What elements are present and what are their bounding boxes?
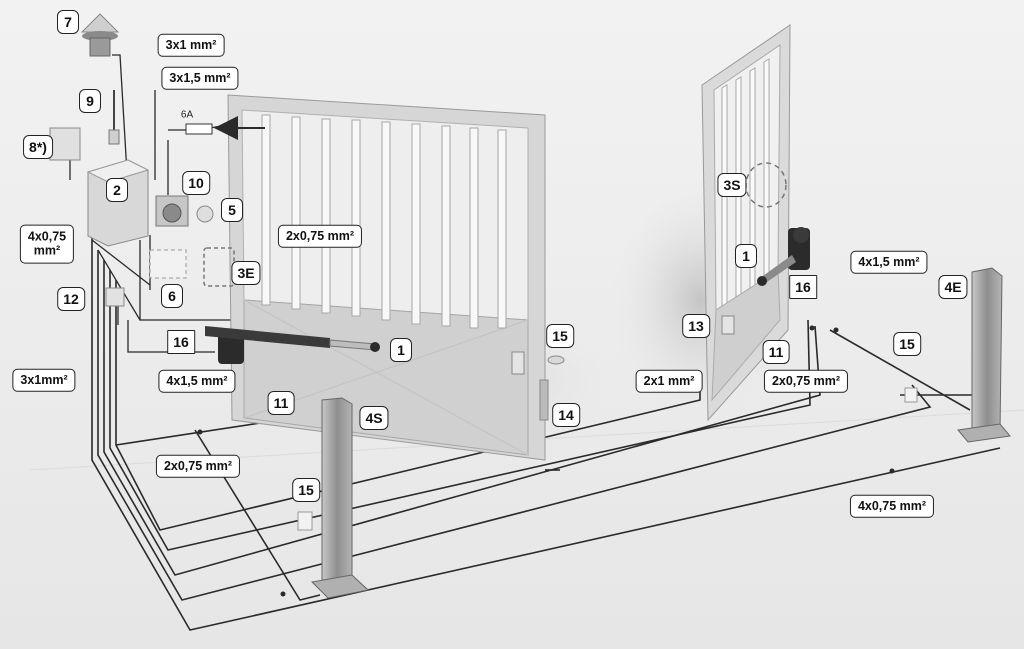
- cable-label-motor-left: 4x1,5 mm²: [158, 369, 236, 393]
- callout-photocell-3e: 3E: [231, 261, 261, 285]
- callout-flashing-lamp: 7: [57, 10, 79, 34]
- cable-label-bus-line2: mm²: [33, 244, 61, 258]
- callout-post-4s: 4S: [359, 406, 389, 430]
- callout-auxiliary-box: 8*): [23, 135, 53, 159]
- cable-label-sensor-left: 3x1mm²: [12, 368, 76, 392]
- cable-label-keypad: 2x0,75 mm²: [277, 224, 363, 248]
- fuse: [185, 116, 265, 140]
- fuse-rating: 6A: [180, 109, 194, 121]
- callout-lock-left: 15: [546, 324, 574, 348]
- callout-gate-stop: 14: [552, 403, 580, 427]
- callout-keypad: 6: [161, 284, 183, 308]
- keypad: [149, 249, 187, 279]
- floor-photocell-right: [904, 387, 918, 403]
- cable-label-floor-long: 4x0,75 mm²: [849, 494, 935, 518]
- callout-actuator-right: 1: [735, 244, 757, 268]
- callout-actuator-left: 1: [390, 338, 412, 362]
- callout-floor-photocell-left: 15: [292, 478, 320, 502]
- switch-5: [196, 205, 214, 223]
- callout-floor-photocell-right: 15: [893, 332, 921, 356]
- callout-switch: 5: [221, 198, 243, 222]
- cable-label-lamp: 3x1 mm²: [157, 33, 225, 57]
- callout-gate-left: 11: [267, 391, 295, 415]
- antenna: [108, 90, 120, 145]
- flashing-lamp: [80, 13, 120, 57]
- cable-label-bus-line1: 4x0,75: [27, 229, 67, 244]
- right-actuator: [757, 227, 810, 286]
- left-actuator: [205, 326, 380, 364]
- cable-label-power: 3x1,5 mm²: [161, 66, 239, 90]
- cable-label-floor-left: 2x0,75 mm²: [155, 454, 241, 478]
- cable-label-bus: 4x0,75 mm²: [19, 224, 75, 264]
- cable-label-photocell-right: 2x0,75 mm²: [763, 369, 849, 393]
- cable-label-lock: 2x1 mm²: [635, 369, 703, 393]
- callout-junction-left: 16: [167, 330, 195, 354]
- callout-key-switch: 10: [182, 171, 210, 195]
- key-switch: [155, 195, 189, 227]
- callout-gate-right: 11: [762, 340, 790, 364]
- right-gate: [701, 24, 791, 422]
- callout-photocell-3s: 3S: [717, 173, 747, 197]
- small-box: [49, 127, 81, 161]
- callout-control-box: 2: [106, 178, 128, 202]
- post-left: [310, 397, 370, 599]
- callout-lock-right: 13: [682, 314, 710, 338]
- callout-post-4e: 4E: [938, 275, 968, 299]
- floor-photocell-left: [297, 511, 313, 531]
- callout-junction-right: 16: [789, 275, 817, 299]
- control-box: [86, 159, 150, 247]
- device-12: [105, 287, 125, 307]
- callout-device-12: 12: [57, 287, 85, 311]
- post-right: [957, 267, 1011, 443]
- callout-antenna: 9: [79, 89, 101, 113]
- cable-label-motor-right: 4x1,5 mm²: [850, 250, 928, 274]
